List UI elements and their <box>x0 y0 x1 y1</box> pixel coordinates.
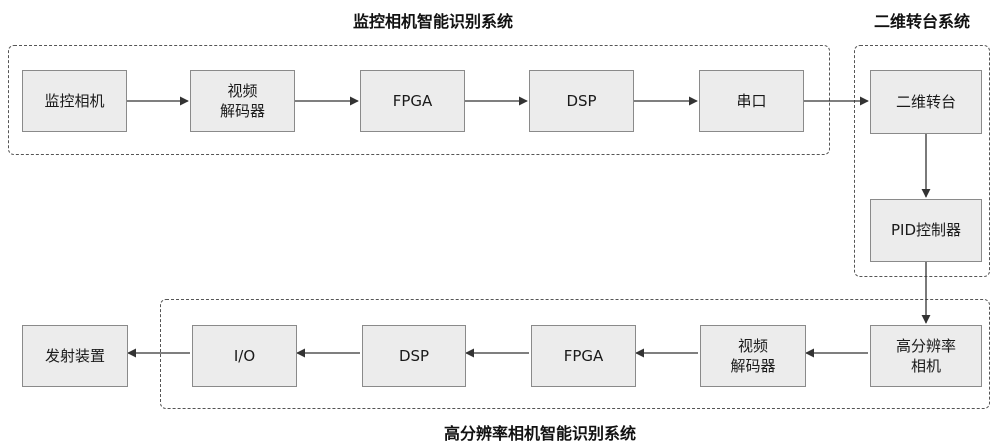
monitor-camera-block: 监控相机 <box>22 70 127 132</box>
fpga-block-1: FPGA <box>360 70 465 132</box>
surveillance-system-group <box>8 45 830 155</box>
fpga-block-2: FPGA <box>531 325 636 387</box>
highres-system-group <box>160 299 990 409</box>
highres-camera-block: 高分辨率 相机 <box>870 325 982 387</box>
gimbal-system-group <box>854 45 990 277</box>
dsp-block-1: DSP <box>529 70 634 132</box>
pid-controller-block: PID控制器 <box>870 199 982 262</box>
surveillance-system-title: 监控相机智能识别系统 <box>352 12 514 31</box>
video-decoder-block-1: 视频 解码器 <box>190 70 295 132</box>
highres-system-title: 高分辨率相机智能识别系统 <box>443 424 637 443</box>
dsp-block-2: DSP <box>362 325 466 387</box>
serial-port-block: 串口 <box>699 70 804 132</box>
launcher-block: 发射装置 <box>22 325 128 387</box>
video-decoder-block-2: 视频 解码器 <box>700 325 806 387</box>
io-block: I/O <box>192 325 297 387</box>
gimbal-system-title: 二维转台系统 <box>873 12 971 31</box>
gimbal-2d-block: 二维转台 <box>870 70 982 134</box>
